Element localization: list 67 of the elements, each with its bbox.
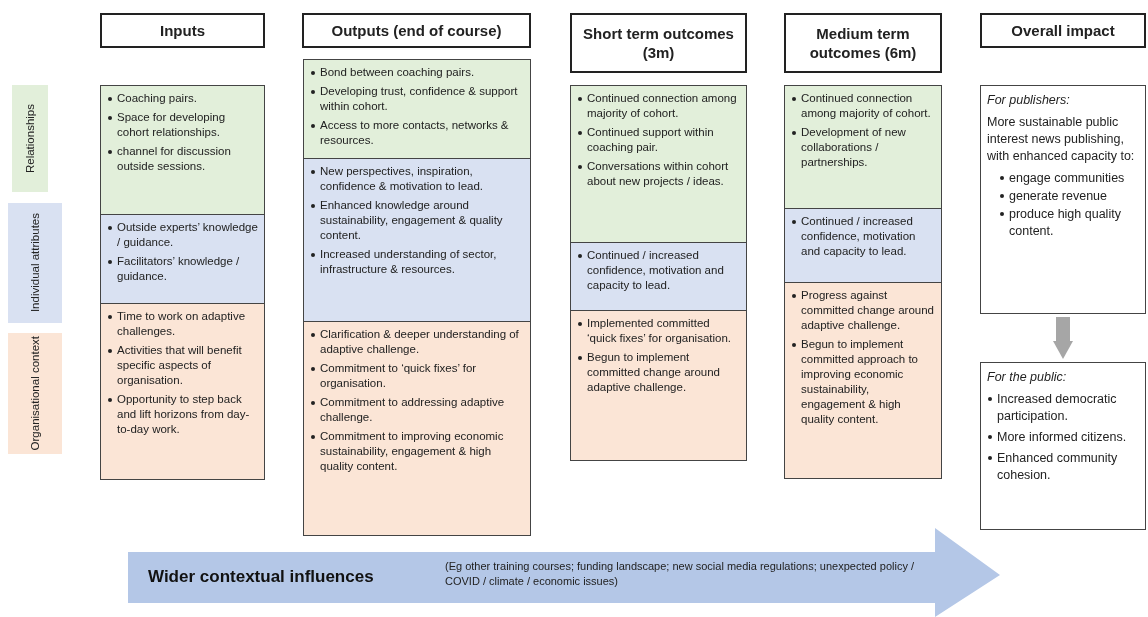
bullet-text: Increased understanding of sector, infrastructure & resources. — [320, 248, 497, 275]
outcome-cell — [303, 321, 531, 536]
impact-box — [980, 362, 1146, 530]
outcome-cell — [570, 85, 747, 243]
wide-arrow-band — [128, 528, 1000, 617]
bullet-text: Facilitators’ knowledge / guidance. — [117, 255, 240, 282]
bullet-text: Commitment to ‘quick fixes’ for organisation. — [320, 362, 477, 389]
outcome-cell — [784, 208, 942, 283]
bullet-text: Space for developing cohort relationships. — [117, 111, 226, 138]
outcome-cell — [784, 85, 942, 209]
outcome-cell — [303, 158, 531, 322]
bullet-text: Time to work on adaptive challenges. — [117, 310, 246, 337]
bullet-text: Progress against committed change around adaptive challenge. — [801, 289, 934, 331]
impact-heading: For publishers: — [987, 92, 1071, 109]
bullet-text: Clarification & deeper understanding of adaptive challenge. — [320, 328, 519, 355]
bullet-text: Continued / increased confidence, motivation and capacity to lead. — [587, 249, 724, 291]
bullet-text: Increased democratic participation. — [997, 392, 1117, 423]
bullet-text: More informed citizens. — [997, 430, 1127, 444]
bullet-text: New perspectives, inspiration, confidence & motivation to lead. — [320, 165, 484, 192]
outcome-cell — [100, 303, 265, 480]
bullet-text: Opportunity to step back and lift horizons from day-to-day work. — [117, 393, 250, 435]
impact-heading: For the public: — [987, 369, 1068, 386]
row-label-panel — [8, 333, 62, 454]
row-label: Organisational context — [28, 336, 42, 451]
bullet-text: Development of new collaborations / partnerships. — [801, 126, 906, 168]
bullet-text: produce high quality content. — [1009, 207, 1121, 238]
bullet-text: Enhanced knowledge around sustainability, engagement & quality content. — [320, 199, 503, 241]
bullet-text: Activities that will benefit specific aspects of organisation. — [117, 344, 242, 386]
bullet-text: Access to more contacts, networks & resources. — [320, 119, 509, 146]
band-title: Wider contextual influences — [148, 567, 374, 587]
bullet-text: Outside experts’ knowledge / guidance. — [117, 221, 258, 248]
bullet-text: Commitment to improving economic sustainability, engagement & high quality content. — [320, 430, 504, 472]
bullet-text: engage communities — [1009, 171, 1125, 185]
column-header: Medium term outcomes (6m) — [784, 13, 942, 73]
column-header: Short term outcomes (3m) — [570, 13, 747, 73]
bullet-text: Developing trust, confidence & support within cohort. — [320, 85, 518, 112]
impact-text: More sustainable public interest news publishing, with enhanced capacity to: — [987, 114, 1136, 165]
bullet-text: Enhanced community cohesion. — [997, 451, 1118, 482]
row-label-panel — [12, 85, 48, 192]
column-header: Inputs — [100, 13, 265, 48]
bullet-text: Continued connection among majority of cohort. — [801, 92, 931, 119]
band-note: (Eg other training courses; funding landscape; new social media regulations; unexpected policy / COVID / climate / economic issues) — [445, 559, 915, 589]
outcome-cell — [570, 310, 747, 461]
bullet-text: generate revenue — [1009, 189, 1107, 203]
row-label: Relationships — [23, 103, 37, 173]
bullet-text: Bond between coaching pairs. — [320, 66, 475, 78]
outcome-cell — [570, 242, 747, 311]
bullet-text: Conversations within cohort about new projects / ideas. — [587, 160, 729, 187]
outcome-cell — [100, 214, 265, 304]
column-header: Overall impact — [980, 13, 1146, 48]
outcome-cell — [303, 59, 531, 159]
bullet-text: Coaching pairs. — [117, 92, 197, 104]
bullet-text: Begun to implement committed approach to improving economic sustainability, engagement & high quality content. — [801, 338, 918, 425]
bullet-text: Implemented committed ‘quick fixes’ for organisation. — [587, 317, 732, 344]
block-arrow — [1053, 317, 1073, 359]
row-label-panel — [8, 203, 62, 323]
bullet-text: Commitment to addressing adaptive challenge. — [320, 396, 505, 423]
column-header: Outputs (end of course) — [302, 13, 531, 48]
row-label: Individual attributes — [28, 213, 42, 313]
impact-box — [980, 85, 1146, 314]
bullet-text: Continued / increased confidence, motivation and capacity to lead. — [801, 215, 916, 257]
bullet-text: Begun to implement committed change around adaptive challenge. — [587, 351, 720, 393]
bullet-text: Continued connection among majority of cohort. — [587, 92, 737, 119]
outcome-cell — [100, 85, 265, 215]
outcome-cell — [784, 282, 942, 479]
bullet-text: Continued support within coaching pair. — [587, 126, 714, 153]
bullet-text: channel for discussion outside sessions. — [117, 145, 231, 172]
